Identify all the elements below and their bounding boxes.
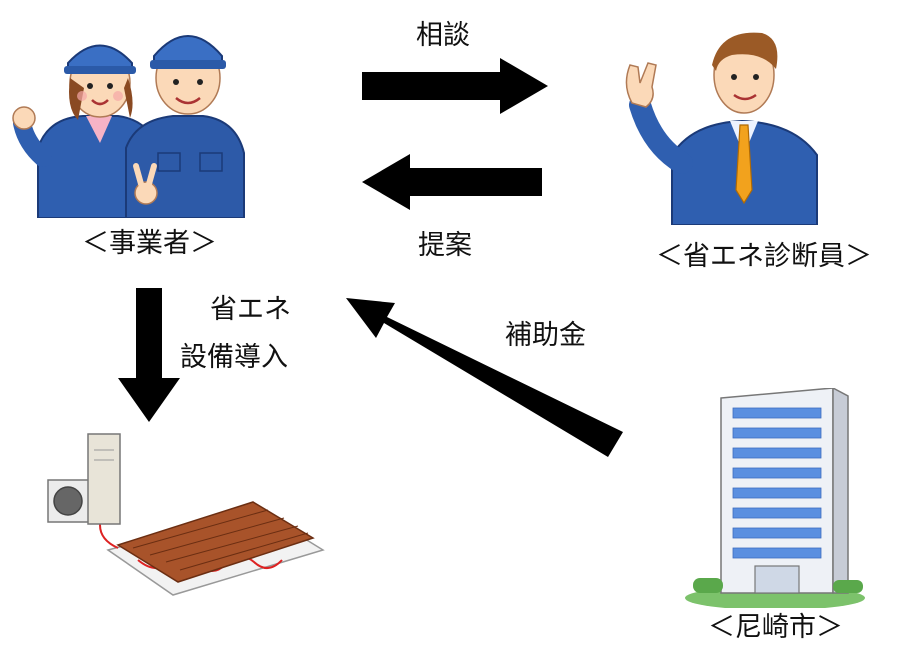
- subsidy-arrow: [346, 298, 623, 457]
- consultation-label: 相談: [416, 20, 470, 51]
- installation-arrow: [118, 288, 180, 422]
- installation-label-line1: 省エネ: [210, 294, 291, 325]
- installation-label-line2: 設備導入: [180, 342, 288, 373]
- equipment-illustration: [47, 433, 325, 596]
- energy-auditor-illustration: [625, 32, 818, 225]
- energy-auditor-label: ＜省エネ診断員＞: [656, 241, 872, 272]
- consultation-arrow: [362, 58, 548, 114]
- city-label: ＜尼崎市＞: [708, 612, 843, 643]
- proposal-arrow: [362, 154, 542, 210]
- subsidy-label: 補助金: [505, 320, 586, 351]
- workers-illustration: [12, 35, 245, 218]
- city-building-illustration: [685, 388, 865, 608]
- business-operator-label: ＜事業者＞: [82, 228, 217, 259]
- proposal-label: 提案: [418, 230, 472, 261]
